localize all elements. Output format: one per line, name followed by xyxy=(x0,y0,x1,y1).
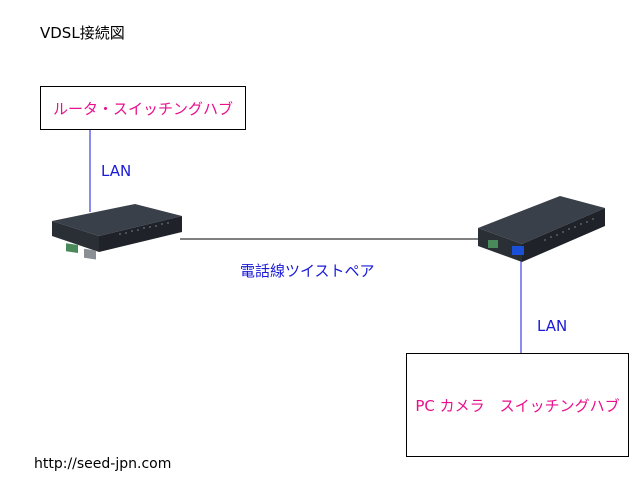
lan-label-left: LAN xyxy=(101,162,132,180)
source-url: http://seed-jpn.com xyxy=(34,456,172,472)
diagram-title: VDSL接続図 xyxy=(40,24,125,42)
router-switching-hub-box: ルータ・スイッチングハブ xyxy=(40,86,246,130)
vdsl-converter-left xyxy=(52,204,182,260)
camera-box-label: PC カメラ スイッチングハブ xyxy=(415,396,620,415)
lan-label-right: LAN xyxy=(537,317,568,335)
vdsl-converter-right xyxy=(478,196,605,262)
twisted-pair-label: 電話線ツイストペア xyxy=(240,262,375,280)
pc-camera-switching-hub-box: PC カメラ スイッチングハブ xyxy=(406,353,629,457)
router-box-label: ルータ・スイッチングハブ xyxy=(52,99,233,118)
